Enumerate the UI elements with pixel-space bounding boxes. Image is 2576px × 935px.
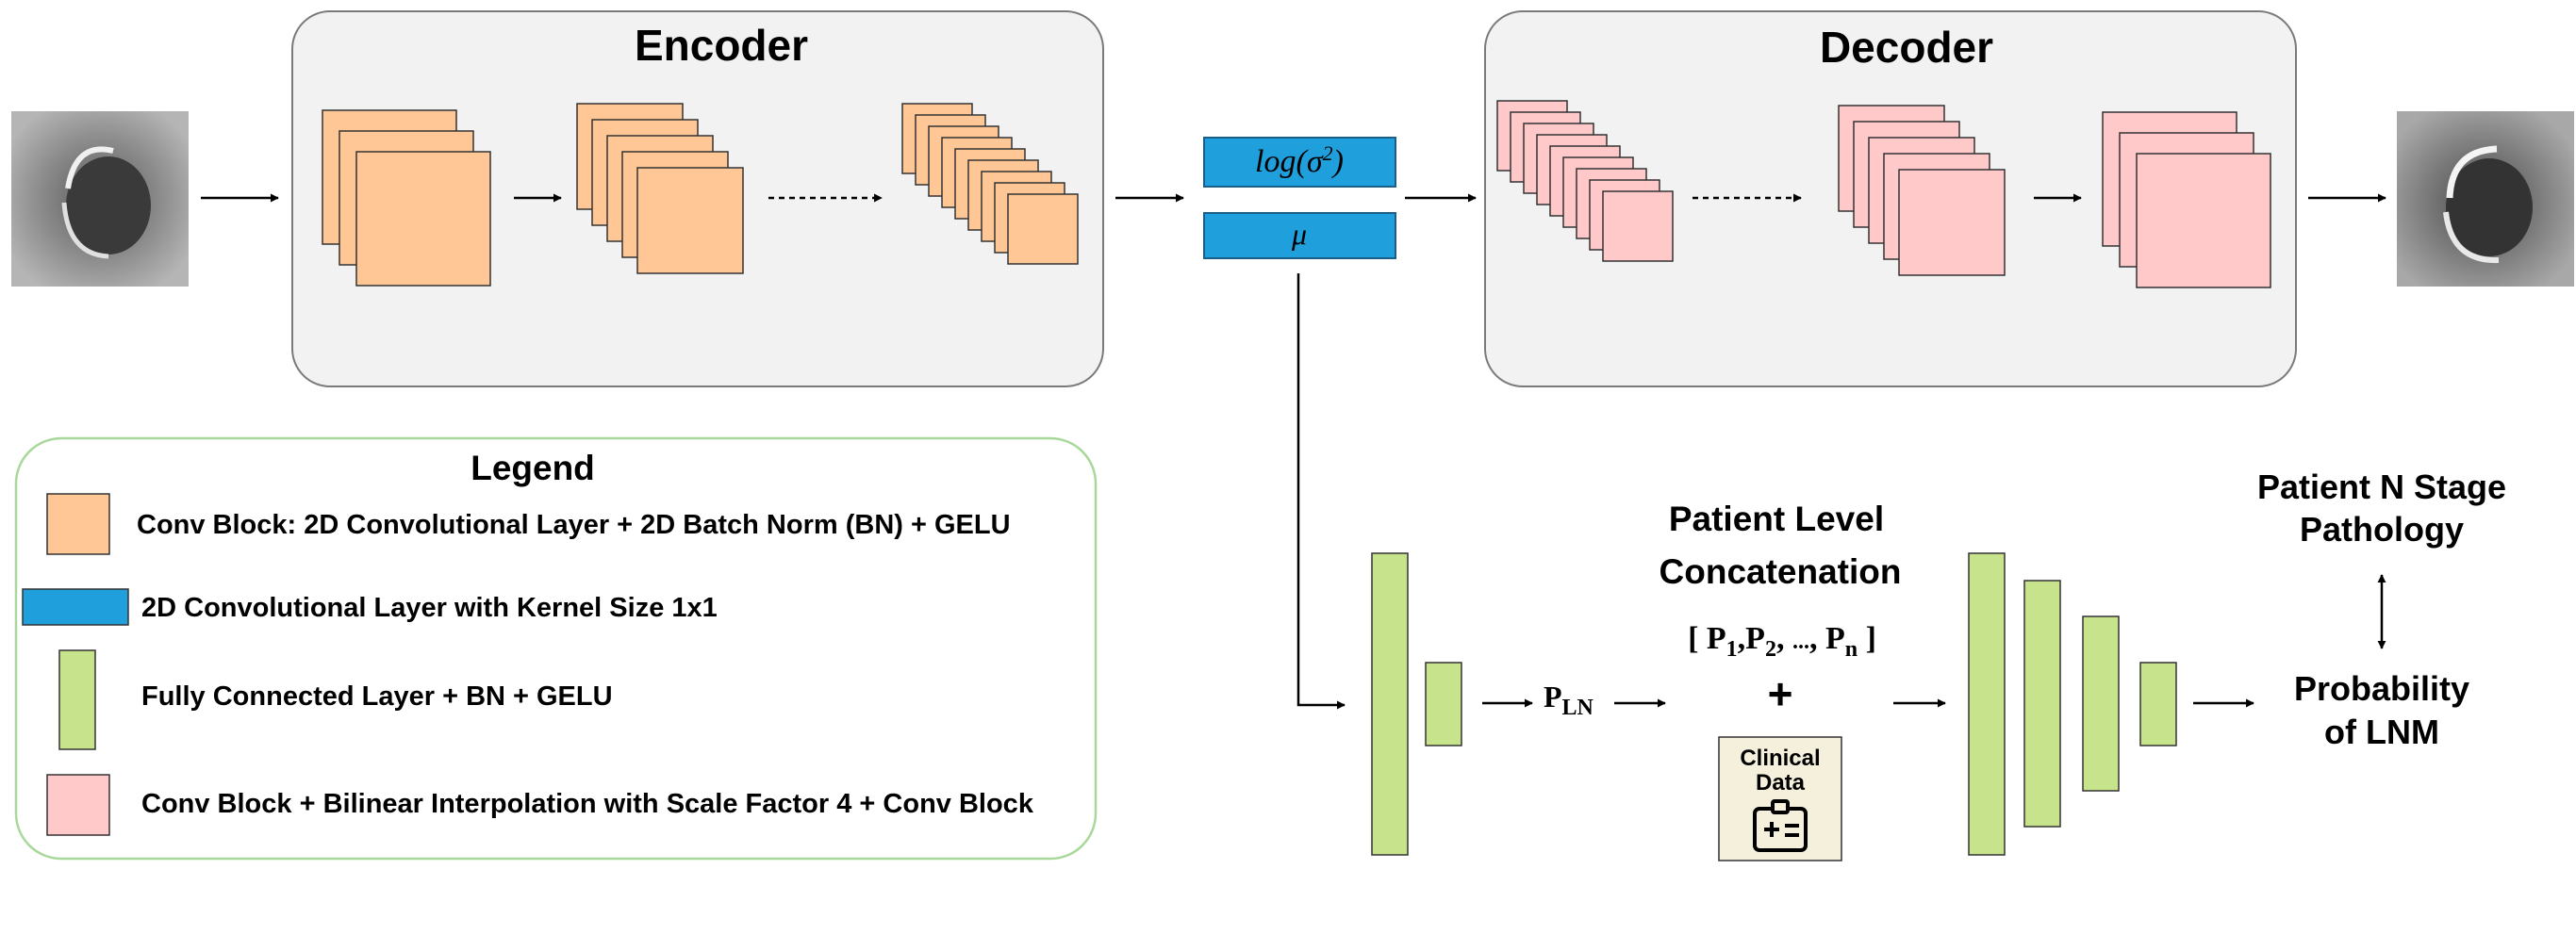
encoder-conv-blocks	[322, 103, 1079, 287]
concat-title-line1: Patient Level	[1669, 500, 1884, 538]
arrow-mu-to-fc	[1296, 273, 1346, 710]
clinical-line1: Clinical	[1740, 746, 1820, 771]
legend-item-conv1x1: 2D Convolutional Layer with Kernel Size …	[141, 593, 718, 623]
legend-swatch-deconv	[46, 774, 110, 836]
enc-block-1-layer-3	[355, 151, 491, 287]
mu-label: μ	[1291, 217, 1307, 251]
pln-label: PLN	[1544, 680, 1594, 720]
concat-plus: +	[1768, 669, 1793, 718]
fc-layer-3	[1968, 552, 2006, 856]
dec-block-1-layer-9	[1602, 190, 1674, 262]
encoder-title: Encoder	[635, 21, 808, 70]
n-stage-line1: Patient N Stage	[2257, 468, 2506, 506]
mu-box	[1203, 212, 1396, 259]
output-image	[2397, 111, 2574, 287]
legend-item-fc: Fully Connected Layer + BN + GELU	[141, 681, 613, 712]
fc-layer-6	[2139, 662, 2177, 746]
legend-item-deconv: Conv Block + Bilinear Interpolation with…	[141, 789, 1034, 819]
clinical-id-card-icon	[1753, 799, 1808, 852]
dec-block-3-layer-3	[2136, 153, 2271, 288]
concat-title-line2: Concatenation	[1660, 552, 1902, 591]
dec-block-2-layer-5	[1898, 169, 2006, 276]
fc-layer-2	[1425, 662, 1462, 746]
fc-layer-5	[2082, 615, 2120, 792]
legend-swatch-conv1x1	[22, 588, 129, 626]
concat-vector: [ P1,P2, ..., Pn ]	[1688, 621, 1876, 662]
input-image	[11, 111, 189, 287]
prob-line1: Probability	[2294, 669, 2469, 708]
legend-swatch-fc	[58, 649, 96, 750]
enc-block-2-layer-5	[636, 167, 744, 274]
fc-layer-1	[1371, 552, 1409, 856]
legend-swatch-conv	[46, 493, 110, 555]
logvar-box	[1203, 137, 1396, 188]
prob-line2: of LNM	[2324, 713, 2439, 751]
legend-item-conv: Conv Block: 2D Convolutional Layer + 2D …	[137, 510, 1011, 540]
clinical-data-box	[1718, 736, 1842, 861]
decoder-conv-blocks	[1496, 100, 2271, 288]
n-stage-line2: Pathology	[2300, 510, 2464, 549]
legend-title: Legend	[471, 449, 595, 487]
fc-layer-4	[2023, 580, 2061, 828]
logvar-label: log(σ2)	[1255, 141, 1344, 179]
legend-panel	[14, 436, 1098, 861]
enc-block-3-layer-9	[1007, 193, 1079, 265]
clinical-line2: Data	[1756, 770, 1806, 796]
decoder-title: Decoder	[1820, 23, 1993, 72]
